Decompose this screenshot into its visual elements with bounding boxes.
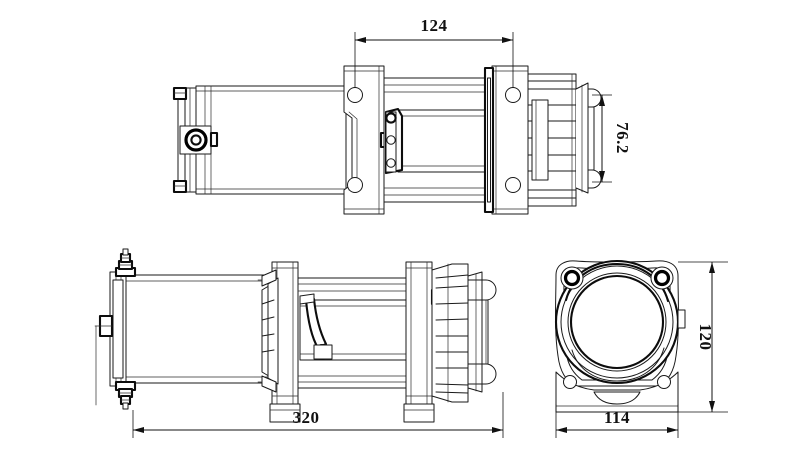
view-top xyxy=(172,65,602,215)
dimension-label-124: 124 xyxy=(421,16,448,35)
dimension-114: 114 xyxy=(555,404,679,438)
gearbox-housing-top xyxy=(527,73,602,207)
motor-body-top xyxy=(172,85,347,195)
gearbox-housing-side xyxy=(431,263,497,403)
mounting-hole-lower-left xyxy=(563,375,577,389)
mounting-hole-lower-right xyxy=(657,375,671,389)
mounting-plate-left-top xyxy=(343,65,388,215)
dimension-label-114: 114 xyxy=(604,408,630,427)
terminal-post-top xyxy=(114,248,137,278)
dimension-label-120: 120 xyxy=(696,324,715,351)
dimension-76-2: 76.2 xyxy=(592,94,632,183)
mounting-hole-upper-right xyxy=(650,266,674,290)
cable-anchor-top xyxy=(384,107,404,175)
dimension-320: 320 xyxy=(132,392,504,438)
mounting-hole-upper-left xyxy=(560,266,584,290)
terminal-post-bottom xyxy=(114,380,137,410)
dimension-120: 120 xyxy=(678,261,728,413)
drum-top xyxy=(383,77,489,203)
dimension-label-76-2: 76.2 xyxy=(613,122,632,154)
mounting-foot-right-side xyxy=(403,261,440,423)
dimension-label-320: 320 xyxy=(293,408,320,427)
view-end xyxy=(554,259,686,413)
view-side xyxy=(94,248,497,423)
mounting-foot-left-side xyxy=(257,261,301,423)
mounting-plate-right-top xyxy=(483,65,529,215)
clutch-lever-side xyxy=(299,293,333,361)
dimension-124: 124 xyxy=(354,16,514,88)
motor-body-side xyxy=(94,248,275,410)
